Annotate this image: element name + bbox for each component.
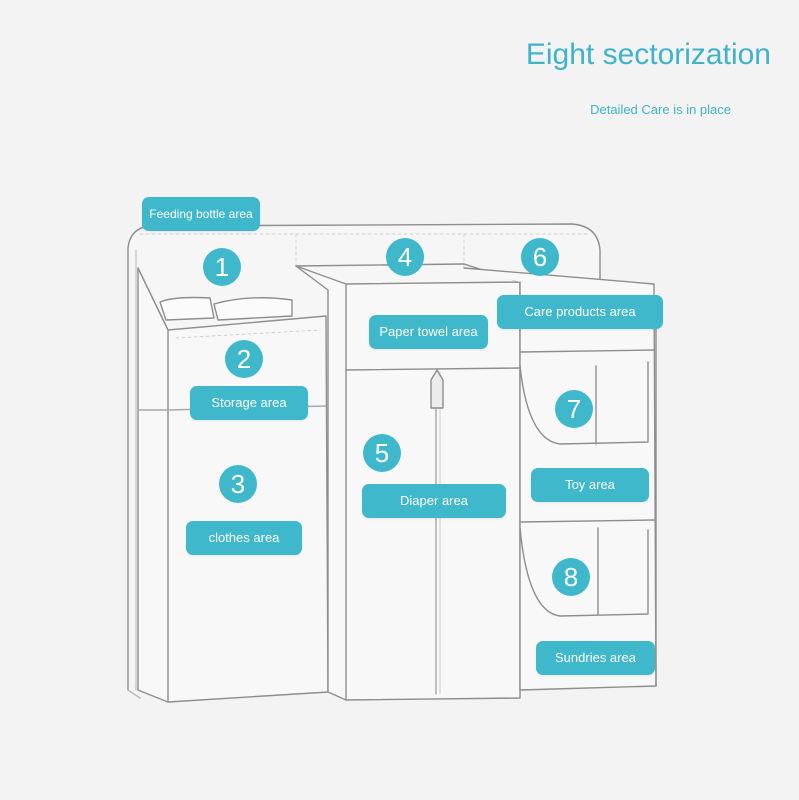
area-number-badge: 1 — [203, 248, 241, 286]
area-number-badge: 2 — [225, 340, 263, 378]
area-label-storage: Storage area — [190, 386, 308, 420]
area-label-toy: Toy area — [531, 468, 649, 502]
middle-tower — [295, 265, 521, 701]
area-number-badge: 6 — [521, 238, 559, 276]
area-number-badge: 4 — [386, 238, 424, 276]
area-label-clothes: clothes area — [186, 521, 302, 555]
area-number-badge: 5 — [363, 434, 401, 472]
area-label-paper-towel: Paper towel area — [369, 315, 488, 349]
area-number-badge: 8 — [552, 558, 590, 596]
area-label-feeding-bottle: Feeding bottle area — [142, 197, 260, 231]
page-title: Eight sectorization — [525, 38, 771, 71]
area-number-badge: 3 — [219, 465, 257, 503]
page-subtitle: Detailed Care is in place — [590, 102, 731, 117]
area-label-sundries: Sundries area — [536, 641, 655, 675]
area-label-care-products: Care products area — [497, 295, 663, 329]
area-number-badge: 7 — [555, 390, 593, 428]
area-label-diaper: Diaper area — [362, 484, 506, 518]
